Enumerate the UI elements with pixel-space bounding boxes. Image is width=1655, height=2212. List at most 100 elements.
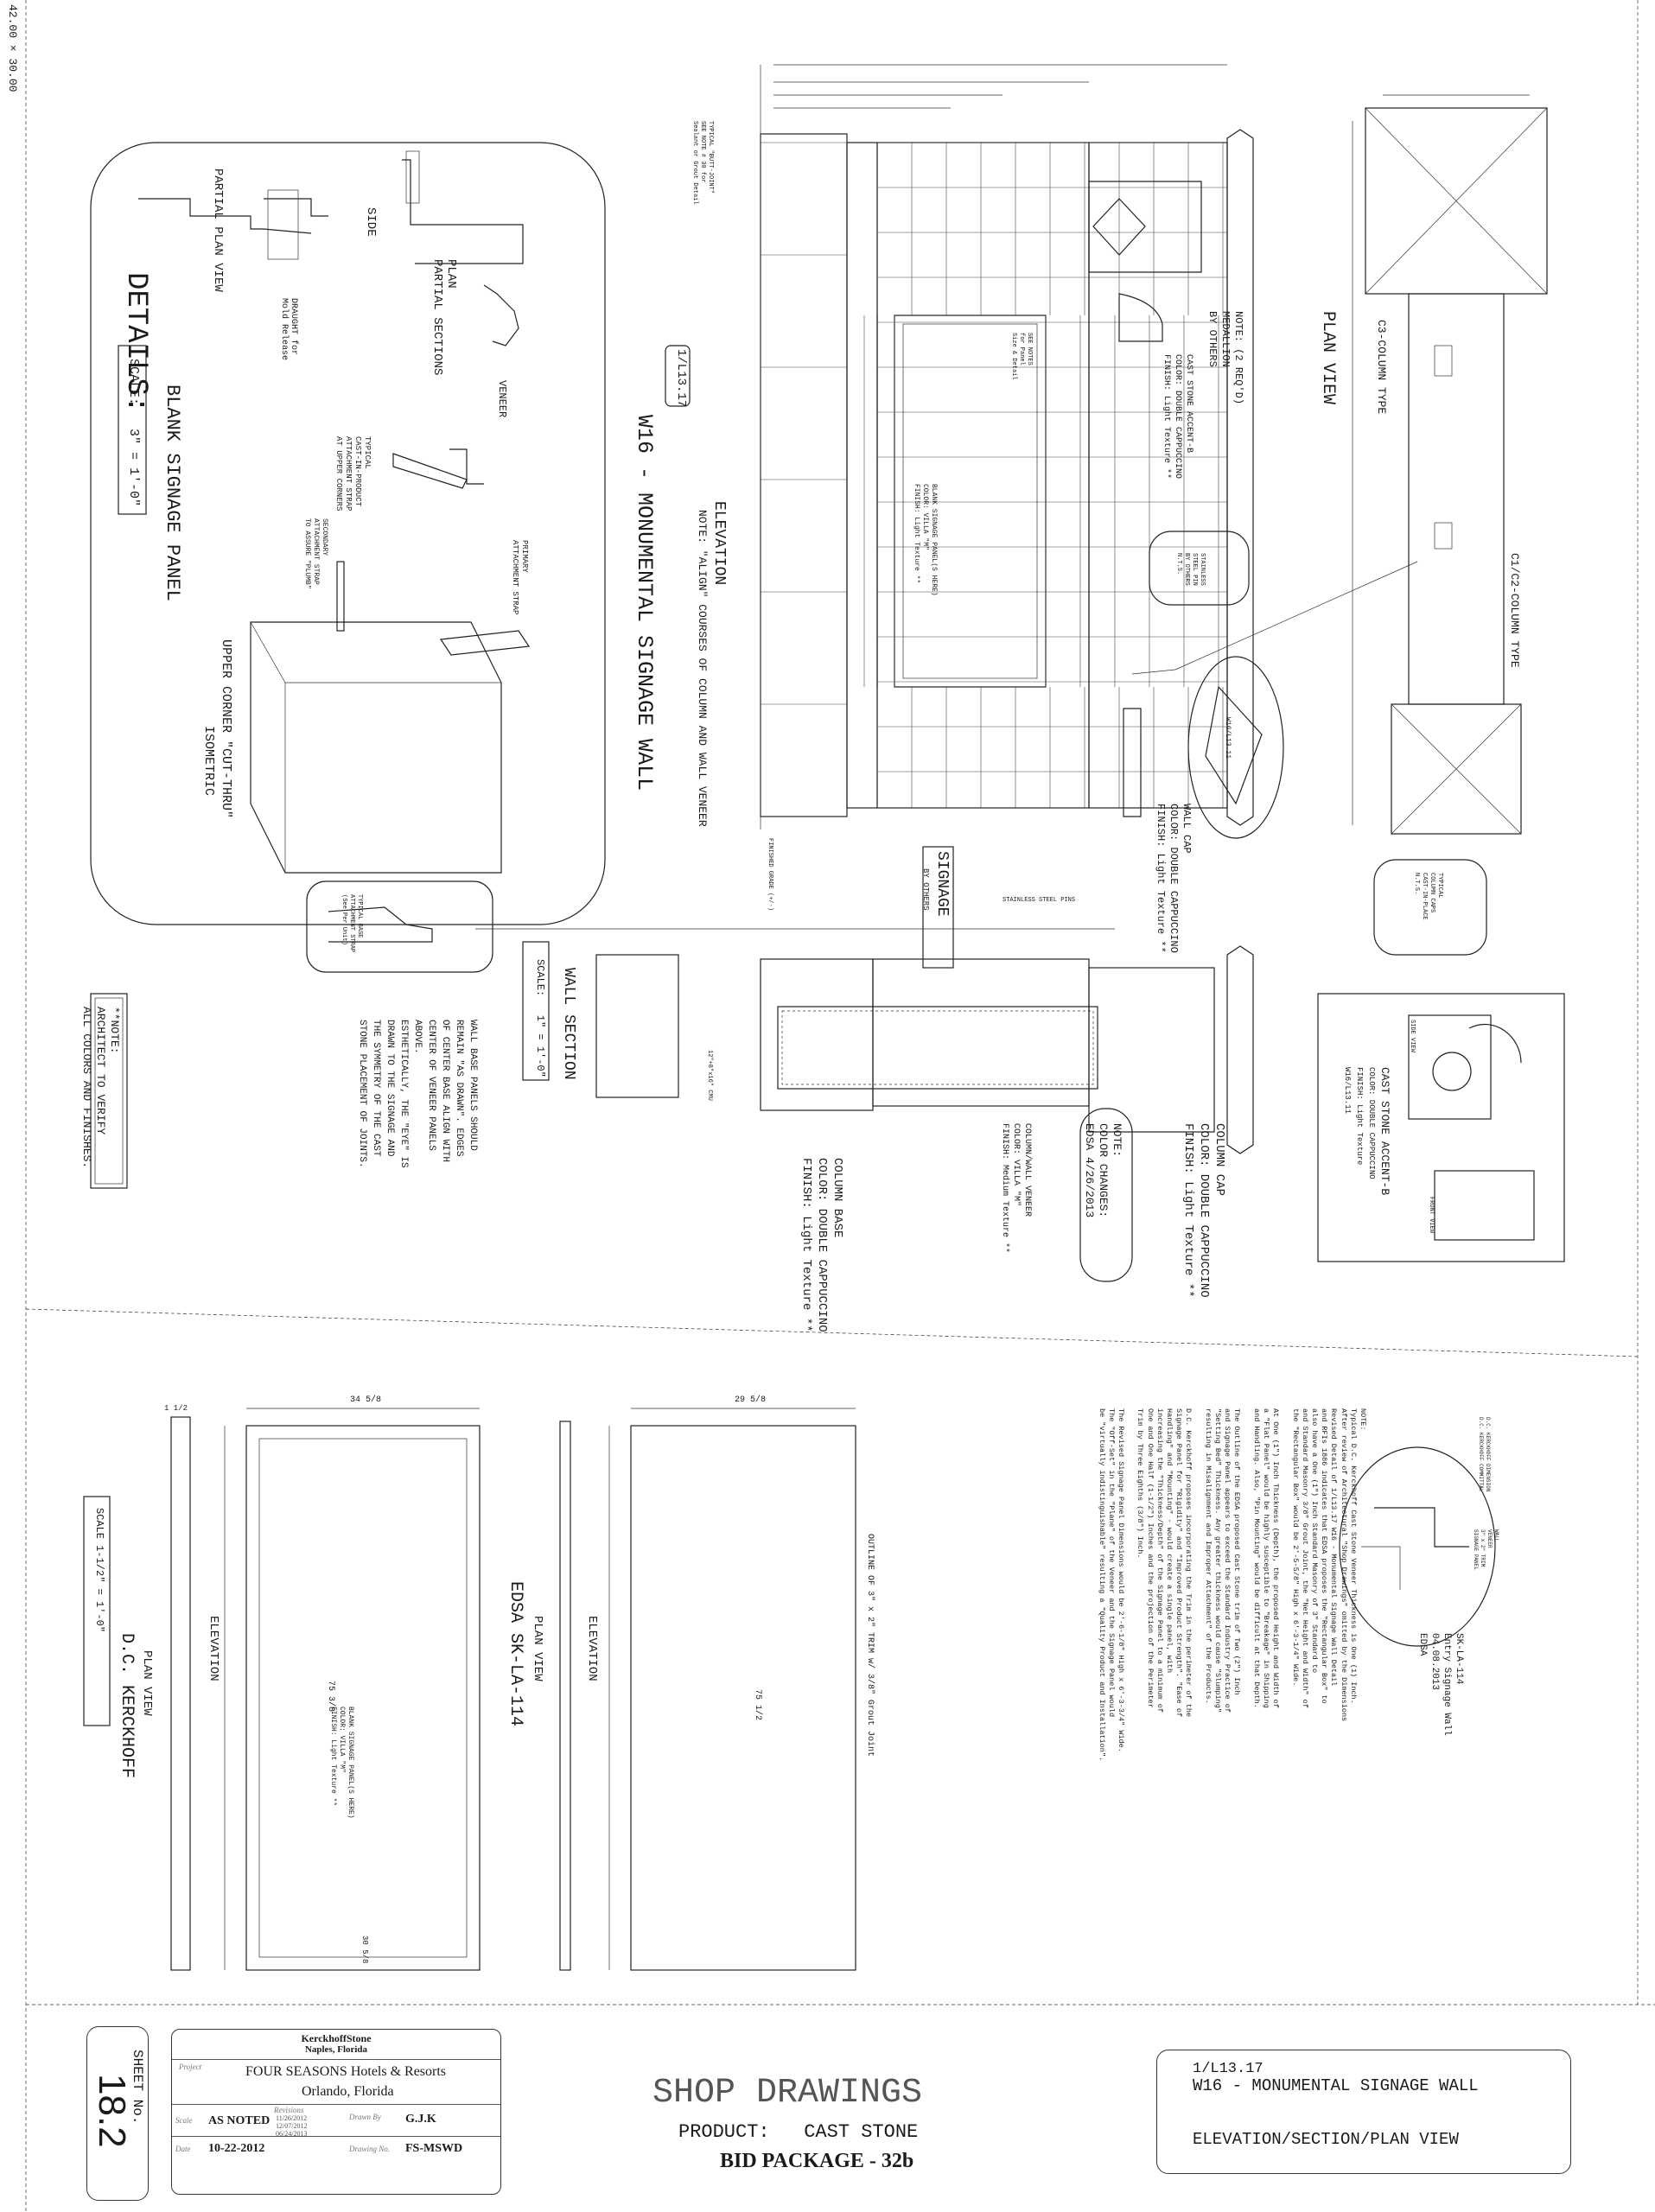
signage-label: SIGNAGE (933, 851, 951, 917)
bid-package: BID PACKAGE - 32b (720, 2150, 914, 2172)
column-wall-veneer-note: COLUMN/WALL VENEER COLOR: VILLA "M" FINI… (1000, 1123, 1032, 1254)
accent-detail-ref: W16/L13.11 (1343, 1067, 1352, 1115)
project-name: FOUR SEASONS Hotels & Resorts (245, 2064, 447, 2079)
typical-cast-in-label: TYPICAL CAST-IN-PRODUCT ATTACHMENT STRAP… (334, 436, 372, 512)
lower-blank-panel-note: BLANK SIGNAGE PANEL(S HERE) COLOR: VILLA… (329, 1707, 354, 1819)
elevation-title: W16 - MONUMENTAL SIGNAGE WALL (632, 415, 657, 791)
see-notes-label: SEE NOTES for Panel Size & Detail (1010, 333, 1033, 380)
kerckhoff-scale: SCALE 1-1/2" = 1'-0" (93, 1508, 105, 1633)
front-view-label: FRONT VIEW (1428, 1197, 1435, 1234)
scale-value: AS NOTED (208, 2114, 271, 2127)
project-label: Project (179, 2063, 202, 2071)
edsa-note-body: NOTE: Typical D.C. Kerckhoff Cast Stone … (1097, 1408, 1367, 1762)
accent-b-note: CAST STONE ACCENT-B COLOR: DOUBLE CAPPUC… (1162, 354, 1194, 480)
revision-1: 11/26/2012 (276, 2114, 308, 2122)
veneer-label: VENEER (496, 380, 508, 418)
butt-joint-note: TYPICAL "BUTT-JOINT" SEE NOTE # 30 for S… (691, 121, 714, 205)
by-others-label: BY OTHERS (921, 868, 930, 911)
edsa-note-header: SK-LA-114 Entry Signage Wall 04.08.2013 … (1417, 1633, 1464, 1736)
kerckhoff-panel-drawing (170, 1408, 481, 1971)
kerckhoff-elevation-label: ELEVATION (207, 1616, 220, 1681)
wall-section-drawing (306, 880, 1254, 1154)
drawn-by-label: Drawn By (349, 2113, 381, 2121)
company-name: KerckhoffStone (301, 2032, 372, 2044)
product-line: PRODUCT: CAST STONE (678, 2121, 919, 2143)
shop-drawings-title: SHOP DRAWINGS (652, 2074, 923, 2113)
accent-detail-color: COLOR: DOUBLE CAPPUCCINO (1367, 1067, 1376, 1179)
wall-section-title: WALL SECTION (560, 968, 577, 1080)
drawing-no-label: Drawing No. (349, 2145, 391, 2153)
trim-outline-note: OUTLINE OF 3" x 2" TRIM w/ 3/8" Grout Jo… (865, 1534, 875, 1758)
plan-partial-sections-label: PLAN PARTIAL SECTIONS (430, 259, 458, 376)
company-city: Naples, Florida (304, 2044, 368, 2055)
details-panel-frame (90, 142, 606, 925)
elevation-note: NOTE: "ALIGN" COURSES OF COLUMN AND WALL… (696, 510, 709, 827)
revisions-label: Revisions (274, 2106, 304, 2114)
elevation-label: ELEVATION (710, 501, 728, 586)
plan-view-drawing (1131, 94, 1548, 835)
accent-detail-title: CAST STONE ACCENT-B (1378, 1067, 1391, 1196)
revision-3: 06/24/2013 (276, 2130, 308, 2138)
stainless-pin-note: STAINLESS STEEL PIN BY OTHERS N.T.S. (1175, 553, 1206, 586)
column-base-note: COLUMN BASE COLOR: DOUBLE CAPPUCCINO FIN… (799, 1158, 844, 1332)
dc-kerckhoff-label: D.C. KERCKHOFF (117, 1633, 137, 1779)
date-value: 10-22-2012 (208, 2142, 265, 2155)
edsa-elevation-label: ELEVATION (585, 1616, 599, 1681)
drawing-description-box (1156, 2050, 1571, 2174)
accent-detail-finish: FINISH: Light Texture (1355, 1067, 1364, 1166)
partial-plan-view-label: PARTIAL PLAN VIEW (211, 168, 225, 292)
color-changes-note: NOTE: COLOR CHANGES: EDSA 4/26/2013 (1083, 1123, 1123, 1218)
kerckhoff-plan-view-label: PLAN VIEW (140, 1650, 154, 1716)
revision-2: 12/07/2012 (276, 2122, 308, 2130)
details-scale: SCALE: 3" = 1'-0" (126, 359, 141, 507)
c1c2-column-type: C1/C2-COLUMN TYPE (1508, 553, 1521, 668)
edsa-wall-veneer-label: WALL VENEER 3" x 2" TRIM SIGNAGE PANEL (1473, 1529, 1499, 1570)
architect-note: **NOTE: ARCHITECT TO VERIFY ALL COLORS A… (80, 1007, 121, 1169)
kerckhoff-depth-dim: 1 1/2 (164, 1404, 188, 1413)
edsa-title: EDSA SK-LA-114 (506, 1581, 525, 1727)
scale-label: Scale (175, 2116, 193, 2125)
wall-cap-note: WALL CAP COLOR: DOUBLE CAPPUCCINO FINISH… (1155, 804, 1193, 953)
elevation-drawing (760, 64, 1254, 830)
project-info-box: KerckhoffStone Naples, Florida Project F… (171, 2029, 501, 2195)
stainless-steel-pins-label: STAINLESS STEEL PINS (1003, 897, 1076, 904)
sheet-number: 18.2 (91, 2074, 133, 2148)
secondary-strap-label: SECONDARY ATTACHMENT STRAP TO ASSURE "PL… (303, 518, 328, 589)
side-label: SIDE (364, 207, 378, 237)
c3-column-type: C3-COLUMN TYPE (1375, 320, 1388, 415)
description-subtitle: ELEVATION/SECTION/PLAN VIEW (1193, 2130, 1459, 2149)
details-subtitle: BLANK SIGNAGE PANEL (162, 385, 183, 601)
wall-base-note: WALL BASE PANELS SHOULD REMAIN "AS DRAWN… (357, 1020, 478, 1168)
dc-dimension-note: D.C. KERCKHOFF DIMENSION D.C. KERCKHOFF … (1478, 1417, 1491, 1492)
blank-signage-panel-note: BLANK SIGNAGE PANEL(S HERE) COLOR: VILLA… (913, 484, 938, 596)
date-label: Date (175, 2145, 191, 2153)
finished-grade-label: FINISHED GRADE (+/-) (767, 838, 773, 912)
primary-strap-label: PRIMARY ATTACHMENT STRAP (511, 540, 529, 615)
wall-section-scale: SCALE: 1" = 1'-0" (534, 959, 546, 1077)
accent-front-view (1434, 1170, 1535, 1241)
drawn-by-value: G.J.K (405, 2113, 436, 2126)
edsa-width-dim: 29 5/8 (735, 1395, 767, 1405)
column-cap-note: COLUMN CAP COLOR: DOUBLE CAPPUCCINO FINI… (1181, 1123, 1226, 1298)
typical-base-strap-label: TYPICAL BASE ATTACHMENT STRAP (See Per U… (341, 894, 363, 953)
edsa-height-dim: 75 1/2 (753, 1689, 762, 1721)
sheet-size-label: 42.00 × 30.00 (6, 4, 19, 92)
isometric-panel (250, 621, 502, 874)
kerckhoff-inner-width-dim: 30 5/8 (360, 1936, 369, 1964)
project-city: Orlando, Florida (302, 2084, 394, 2099)
cmu-label: 12"+8"x16" CMU (706, 1050, 713, 1101)
edsa-panel-drawing (559, 1408, 856, 1971)
kerckhoff-width-dim: 34 5/8 (350, 1395, 382, 1405)
medallion-note: NOTE: (2 REQ'D) MEDALLION BY OTHERS (1206, 311, 1244, 405)
draught-label: DRAUGHT for Mold Release (279, 298, 298, 361)
upper-corner-label: UPPER CORNER "CUT-THRU" (219, 639, 233, 819)
plan-view-title: PLAN VIEW (1318, 311, 1338, 405)
description-ref: 1/L13.17 (1193, 2061, 1264, 2077)
accent-side-view (1408, 1014, 1492, 1120)
drawing-no-value: FS-MSWD (405, 2142, 463, 2155)
edsa-plan-view-label: PLAN VIEW (531, 1616, 544, 1681)
description-title: W16 - MONUMENTAL SIGNAGE WALL (1193, 2076, 1479, 2095)
w16-ref: W16/L13.11 (1224, 717, 1232, 760)
